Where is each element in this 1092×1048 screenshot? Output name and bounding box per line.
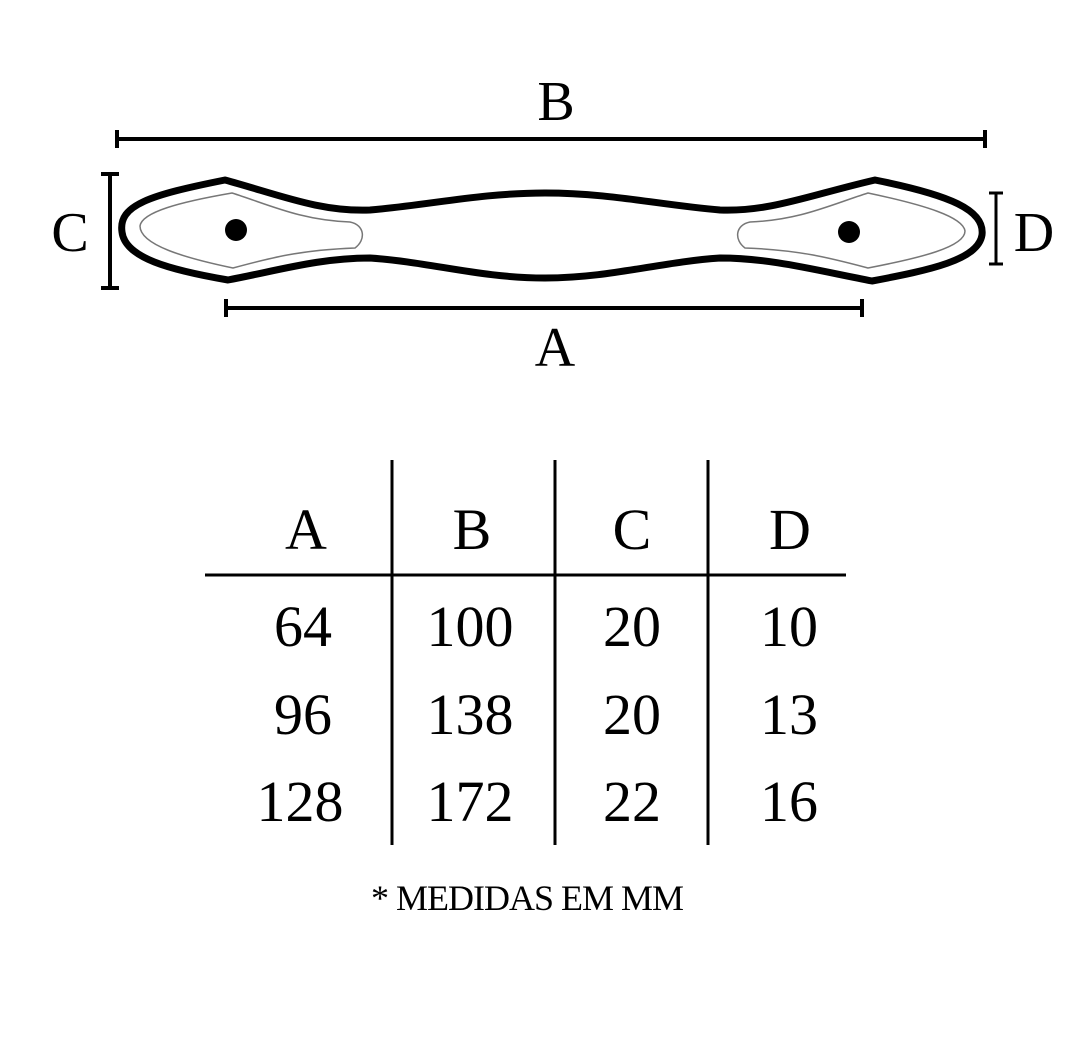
dimension-d <box>989 191 1003 266</box>
table-cell: 20 <box>603 594 661 659</box>
left-recess <box>139 192 363 269</box>
table-cell: 10 <box>760 594 818 659</box>
label-b: B <box>537 71 575 133</box>
table-grid <box>205 460 846 845</box>
left-screw-hole <box>225 219 247 241</box>
table-cell: 64 <box>274 594 332 659</box>
table-cell: 96 <box>274 682 332 747</box>
header-c: C <box>612 497 652 562</box>
table-cell: 128 <box>256 769 344 834</box>
header-d: D <box>769 497 811 562</box>
handle-outline <box>118 176 986 285</box>
dimension-b <box>115 130 987 148</box>
table-cell: 172 <box>426 769 514 834</box>
label-a: A <box>534 317 576 379</box>
table-cell: 16 <box>760 769 818 834</box>
label-d: D <box>1013 202 1055 264</box>
label-c: C <box>51 202 89 264</box>
right-screw-hole <box>838 221 860 243</box>
header-a: A <box>285 497 327 562</box>
table-cell: 13 <box>760 682 818 747</box>
dimension-c <box>101 172 119 290</box>
table-cell: 22 <box>603 769 661 834</box>
table-cell: 20 <box>603 682 661 747</box>
header-b: B <box>452 497 492 562</box>
units-footnote: * MEDIDAS EM MM <box>370 878 684 918</box>
right-recess <box>737 192 966 269</box>
dimension-a <box>224 299 864 317</box>
table-cell: 100 <box>426 594 514 659</box>
table-cell: 138 <box>426 682 514 747</box>
